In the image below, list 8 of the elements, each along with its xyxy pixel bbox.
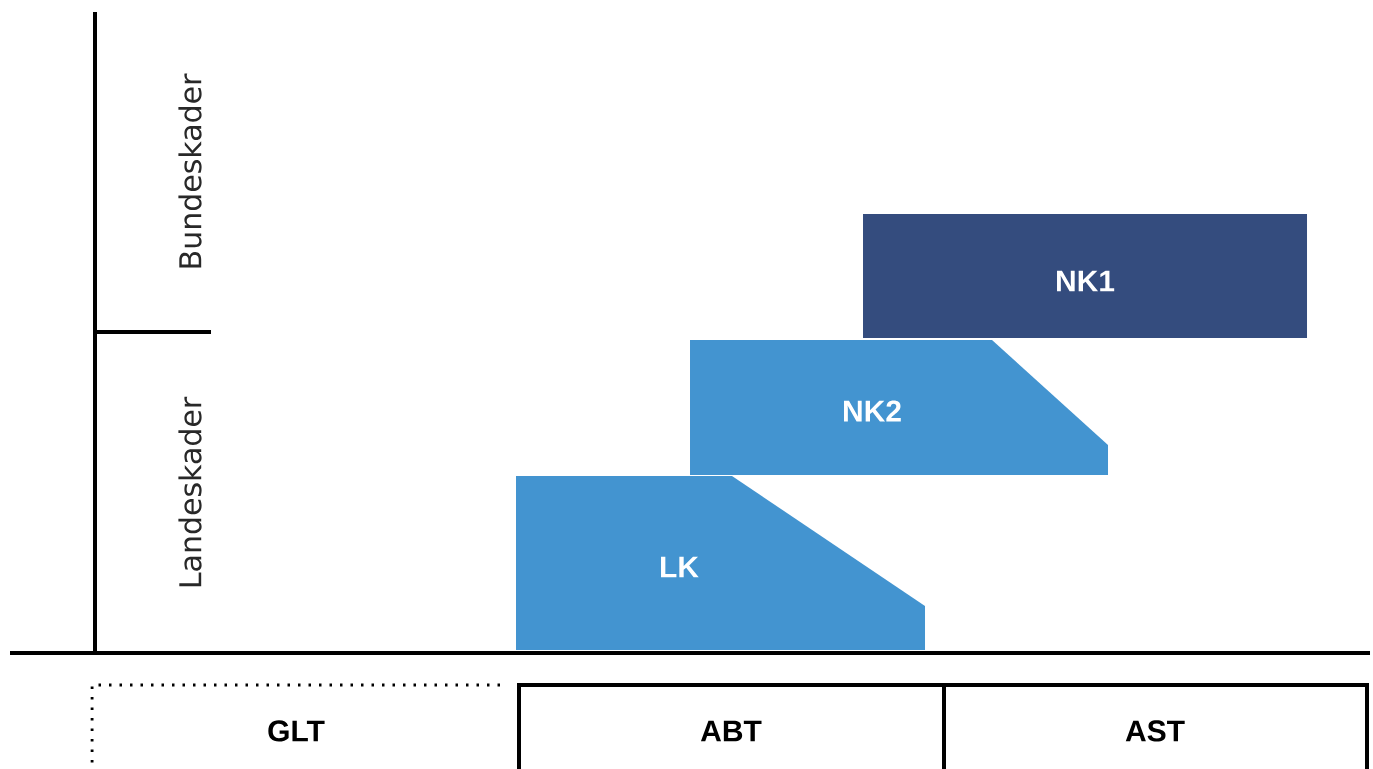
category-box: AST xyxy=(942,683,1369,769)
bar: NK2 xyxy=(690,340,1108,475)
axis-label: Bundeskader xyxy=(178,73,202,268)
category-box: ABT xyxy=(517,683,946,769)
bar: LK xyxy=(516,476,925,650)
bar: NK1 xyxy=(863,214,1307,338)
category-box: GLT xyxy=(90,683,500,769)
axis-label: Landeskader xyxy=(178,396,202,587)
